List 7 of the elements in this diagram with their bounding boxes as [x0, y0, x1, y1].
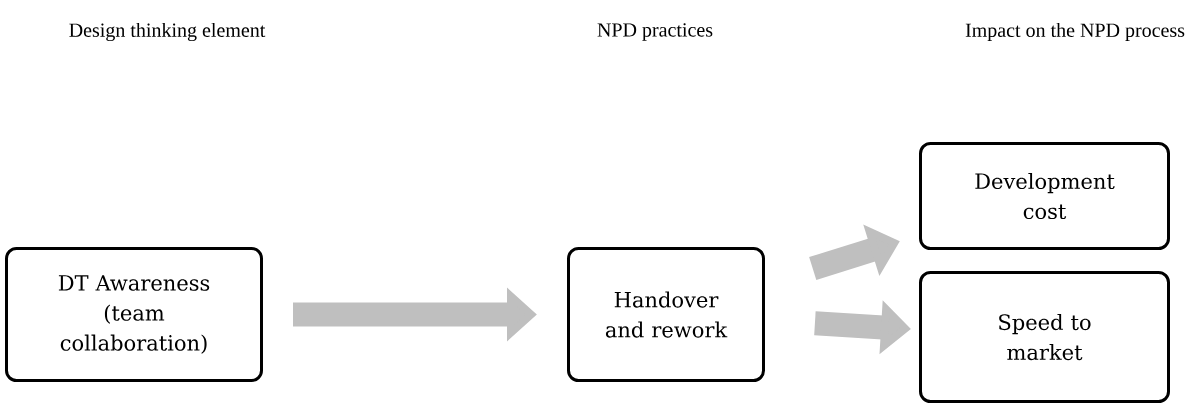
process-box: Development cost — [919, 142, 1170, 250]
process-box: Speed to market — [919, 271, 1170, 403]
process-box: DT Awareness (team collaboration) — [5, 247, 263, 382]
column-heading: Design thinking element — [69, 22, 266, 42]
process-box: Handover and rework — [567, 247, 765, 382]
column-heading: Impact on the NPD process — [965, 22, 1185, 42]
column-heading: NPD practices — [597, 23, 713, 41]
